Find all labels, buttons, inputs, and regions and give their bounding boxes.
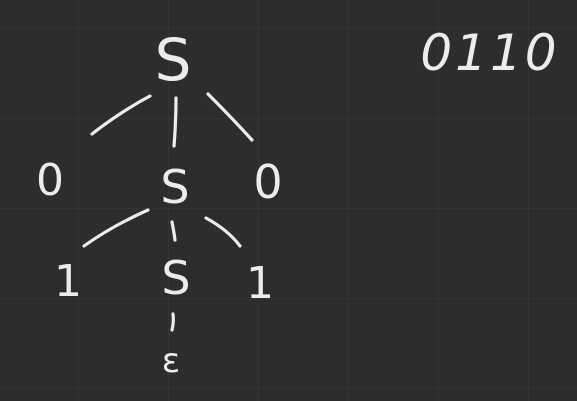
edge-middle-s-to-right-1 bbox=[204, 216, 242, 248]
node-left-1: 1 bbox=[54, 256, 82, 307]
edge-middle-s-to-inner-s bbox=[170, 220, 177, 242]
node-epsilon: ε bbox=[162, 341, 180, 381]
node-right-1: 1 bbox=[246, 258, 274, 309]
edge-middle-s-to-left-1 bbox=[82, 208, 150, 248]
node-root-s: S bbox=[155, 26, 192, 94]
node-right-0: 0 bbox=[253, 155, 282, 209]
node-middle-s: S bbox=[160, 160, 189, 214]
derived-string: 0110 bbox=[420, 24, 559, 82]
edge-inner-s-to-epsilon bbox=[170, 312, 175, 332]
edge-root-to-right-0 bbox=[206, 92, 254, 142]
edge-root-to-middle-s bbox=[172, 96, 178, 148]
node-left-0: 0 bbox=[36, 155, 64, 206]
edge-root-to-left-0 bbox=[90, 94, 152, 136]
node-inner-s: S bbox=[161, 251, 190, 305]
